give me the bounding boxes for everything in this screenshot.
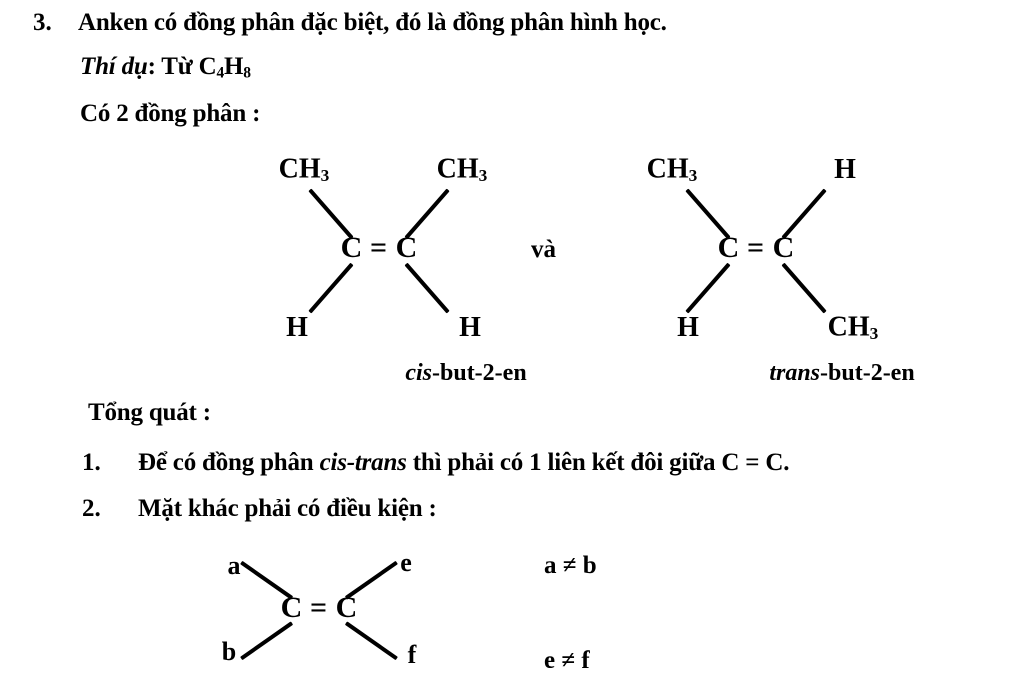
- general-bond-bottom-right: [344, 621, 398, 661]
- rule-1-text: Để có đồng phân cis-trans thì phải có 1 …: [138, 449, 790, 476]
- trans-substituent-bottom-right: CH3: [827, 311, 879, 344]
- example-line: Thí dụ: Từ C4H8: [80, 54, 251, 81]
- rule-2-text: Mặt khác phải có điều kiện :: [138, 495, 437, 522]
- cis-double-bond-symbol: =: [369, 231, 389, 264]
- isomer-count-line: Có 2 đồng phân :: [80, 100, 261, 127]
- rule-2-number: 2.: [82, 495, 101, 522]
- example-sub-1: 4: [216, 64, 225, 82]
- trans-caption: trans-but-2-en: [769, 360, 915, 386]
- trans-double-bond-symbol: =: [746, 231, 766, 264]
- general-carbon-right: C: [335, 591, 359, 624]
- cis-carbon-left: C: [340, 231, 364, 264]
- general-substituent-top-left: a: [227, 551, 241, 580]
- trans-substituent-top-left: CH3: [646, 153, 698, 186]
- example-rest: : Từ C: [147, 53, 217, 80]
- cis-substituent-bottom-right: H: [459, 312, 481, 343]
- example-mid: H: [224, 53, 244, 80]
- trans-carbon-left: C: [717, 231, 741, 264]
- general-substituent-top-right: e: [400, 548, 412, 577]
- trans-substituent-bottom-left: H: [677, 312, 699, 343]
- trans-substituent-top-right: H: [834, 154, 856, 185]
- cis-caption: cis-but-2-en: [405, 360, 527, 386]
- rule-1-number: 1.: [82, 449, 101, 476]
- general-double-bond-symbol: =: [309, 591, 329, 624]
- general-bond-bottom-left: [240, 621, 294, 661]
- cis-carbon-right: C: [395, 231, 419, 264]
- general-carbon-left: C: [280, 591, 304, 624]
- general-substituent-bottom-right: f: [407, 640, 417, 669]
- general-substituent-bottom-left: b: [221, 637, 237, 666]
- cis-substituent-bottom-left: H: [286, 312, 308, 343]
- example-label: Thí dụ: [80, 53, 148, 80]
- item-3-number: 3.: [33, 9, 52, 36]
- trans-carbon-right: C: [772, 231, 796, 264]
- item-3-text: Anken có đồng phân đặc biệt, đó là đồng …: [78, 9, 667, 36]
- example-sub-2: 8: [243, 64, 251, 82]
- conjunction-va: và: [531, 236, 556, 263]
- general-heading: Tổng quát :: [88, 399, 211, 426]
- cis-substituent-top-right: CH3: [436, 153, 488, 186]
- condition-a-not-equal-b: a ≠ b: [544, 552, 597, 579]
- cis-substituent-top-left: CH3: [278, 153, 330, 186]
- condition-e-not-equal-f: e ≠ f: [544, 647, 590, 674]
